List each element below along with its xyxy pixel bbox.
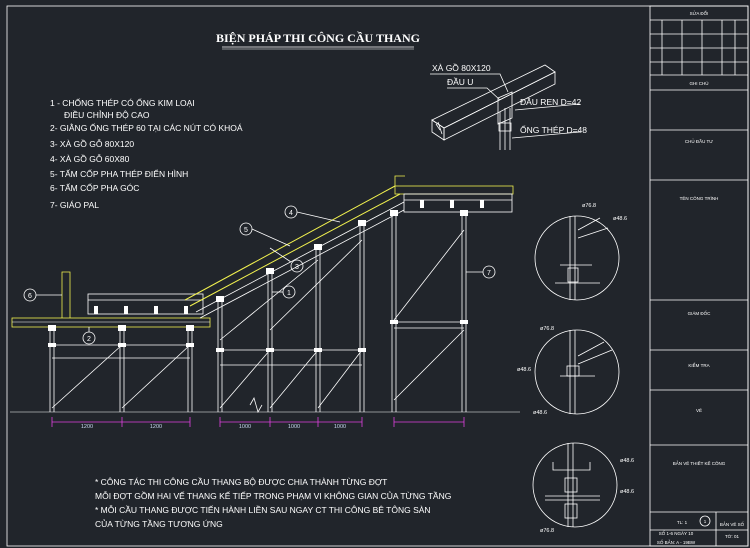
dim-3: 1000 xyxy=(239,424,251,430)
dim-2: 1200 xyxy=(150,424,162,430)
dim-5: 1000 xyxy=(334,424,346,430)
tb-project: TÊN CÔNG TRÌNH xyxy=(680,194,719,201)
tb-circle: 1 xyxy=(704,519,707,524)
title-block-text: SỬA ĐỔI GHI CHÚ CHỦ ĐẦU TƯ TÊN CÔNG TRÌN… xyxy=(657,10,745,545)
legend-item-7: 7- GIÁO PAL xyxy=(50,200,99,210)
tb-cad-no: SỐ BẢN: A - 19BW xyxy=(657,539,696,545)
circle-dim-6: ø48.6 xyxy=(620,458,634,464)
legend-item-1: 1 - CHỐNG THÉP CÓ ỐNG KIM LOẠI xyxy=(50,97,195,108)
note-4: CỦA TỪNG TẦNG TƯƠNG ỨNG xyxy=(95,518,223,529)
tb-director: GIÁM ĐỐC xyxy=(688,310,712,316)
notes: * CÔNG TÁC THI CÔNG CẦU THANG BỘ ĐƯỢC CH… xyxy=(95,477,451,529)
note-3: * MỖI CẦU THANG ĐƯỢC TIẾN HÀNH LIỀN SAU … xyxy=(95,504,431,515)
thread-label: ĐẦU REN D=42 xyxy=(520,97,581,107)
tb-drawing-no: BẢN VẼ SỐ xyxy=(720,521,745,527)
callout-1: 1 xyxy=(287,290,291,297)
dimension-values: 1200 1200 1000 1000 1000 xyxy=(81,424,346,430)
legend: 1 - CHỐNG THÉP CÓ ỐNG KIM LOẠI ĐIỀU CHỈN… xyxy=(50,97,243,210)
circle-dim-1: ø76.8 xyxy=(582,203,596,209)
tb-checker: KIỂM TRA xyxy=(688,362,709,368)
dim-1: 1200 xyxy=(81,424,93,430)
callout-6: 6 xyxy=(28,293,32,300)
tb-owner: CHỦ ĐẦU TƯ xyxy=(685,138,713,144)
tb-sheet-count: TỜ: 01 xyxy=(725,533,740,539)
circle-dim-4: ø48.6 xyxy=(517,367,531,373)
main-elevation xyxy=(10,175,520,414)
callout-5: 5 xyxy=(244,227,248,234)
detail-circles xyxy=(532,215,620,528)
callout-7: 7 xyxy=(487,270,491,277)
drawing-title: BIỆN PHÁP THI CÔNG CẦU THANG xyxy=(216,30,420,45)
note-2: MỖI ĐỢT GỒM HAI VẾ THANG KẾ TIẾP TRONG P… xyxy=(95,490,451,501)
tb-sheet-no: SỐ 1-6 NGÀY 10 xyxy=(659,530,694,536)
callout-numbers: 1 2 3 4 5 6 7 xyxy=(28,210,491,343)
beam-label: XÀ GỒ 80X120 xyxy=(432,62,491,73)
tb-scale: TL: 1 xyxy=(677,520,688,525)
drawing-border xyxy=(6,5,749,547)
detail-circle-dims: ø76.8 ø48.6 ø76.8 ø48.6 ø48.6 ø48.6 ø48.… xyxy=(517,203,634,534)
pipe-label: ỐNG THÉP D=48 xyxy=(520,124,587,135)
dim-4: 1000 xyxy=(288,424,300,430)
callout-2: 2 xyxy=(87,336,91,343)
circle-dim-7: ø48.6 xyxy=(620,489,634,495)
circle-dim-5: ø48.6 xyxy=(533,410,547,416)
tb-drawing-name: BẢN VẼ THIẾT KẾ CÔNG xyxy=(673,460,726,466)
legend-item-1b: ĐIỀU CHỈNH ĐỘ CAO xyxy=(64,109,150,120)
circle-dim-3: ø76.8 xyxy=(540,326,554,332)
scaffold-joints xyxy=(48,200,484,352)
tb-note: GHI CHÚ xyxy=(690,80,709,86)
tb-drawer: VẼ xyxy=(696,407,702,413)
callout-3: 3 xyxy=(295,264,299,271)
legend-item-2: 2- GIẰNG ỐNG THÉP 60 TẠI CÁC NÚT CÓ KHOÁ xyxy=(50,122,243,133)
callouts xyxy=(23,205,496,345)
tb-revision: SỬA ĐỔI xyxy=(690,10,709,16)
dimensions xyxy=(51,417,465,427)
u-head-detail xyxy=(430,64,581,150)
legend-item-5: 5- TẤM CỐP PHA THÉP ĐIỂN HÌNH xyxy=(50,168,188,179)
circle-dim-8: ø76.8 xyxy=(540,528,554,534)
legend-item-4: 4- XÀ GỒ GỖ 60X80 xyxy=(50,153,130,164)
legend-item-3: 3- XÀ GỒ GỖ 80X120 xyxy=(50,138,134,149)
title-block xyxy=(649,5,749,547)
circle-dim-2: ø48.6 xyxy=(613,216,627,222)
callout-4: 4 xyxy=(289,210,293,217)
legend-item-6: 6- TẤM CỐP PHA GÓC xyxy=(50,182,139,193)
head-label: ĐẦU U xyxy=(447,77,473,87)
note-1: * CÔNG TÁC THI CÔNG CẦU THANG BỘ ĐƯỢC CH… xyxy=(95,477,387,487)
